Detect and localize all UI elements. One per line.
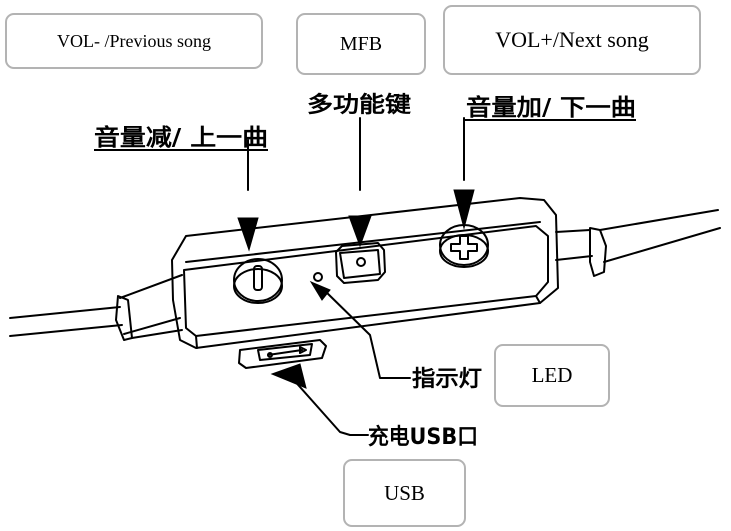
led-dot <box>313 272 323 282</box>
mfb-label-box: MFB <box>296 13 426 75</box>
arrowheads <box>237 189 475 389</box>
mfb-chinese-label: 多功能键 <box>307 92 411 118</box>
usb-port <box>238 339 327 369</box>
vol-plus-label-box: VOL+/Next song <box>443 5 701 75</box>
vol-minus-button <box>233 258 283 304</box>
leader-lines <box>247 117 465 436</box>
vol-plus-chinese-label: 音量加/ 下一曲 <box>466 94 636 121</box>
led-label-box: LED <box>494 344 610 407</box>
vol-minus-chinese-label: 音量减/ 上一曲 <box>94 124 268 151</box>
remote-body <box>171 197 559 349</box>
vol-minus-english-label: VOL- /Previous song <box>57 30 211 51</box>
usb-label-box: USB <box>343 459 466 527</box>
left-cable <box>9 274 183 341</box>
led-chinese-label: 指示灯 <box>412 367 482 392</box>
led-english-label: LED <box>531 363 573 387</box>
usb-chinese-label: 充电USB口 <box>368 424 478 450</box>
mfb-english-label: MFB <box>339 32 383 55</box>
vol-plus-english-label: VOL+/Next song <box>495 27 649 52</box>
usb-english-label: USB <box>384 480 425 505</box>
right-cable <box>555 209 721 277</box>
vol-minus-label-box: VOL- /Previous song <box>5 13 263 69</box>
mfb-button <box>335 242 386 284</box>
